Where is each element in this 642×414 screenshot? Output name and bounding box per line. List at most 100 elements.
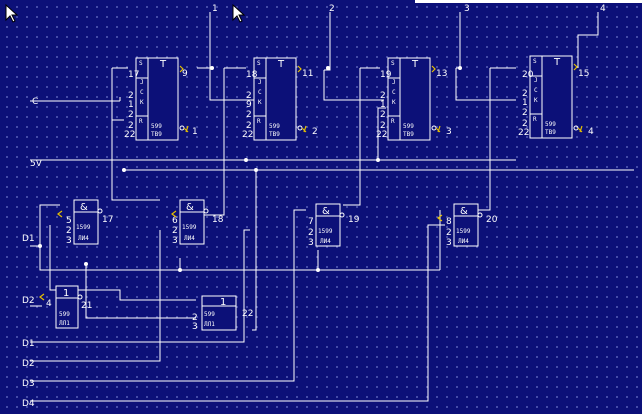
- svg-text:3: 3: [66, 236, 72, 246]
- arrow-cursor-icon: [5, 4, 19, 23]
- svg-text:J: J: [534, 77, 538, 84]
- svg-text:1: 1: [380, 100, 386, 110]
- input-d1-label: D1: [22, 234, 35, 244]
- wire-v3: [377, 107, 386, 160]
- svg-text:2: 2: [380, 121, 386, 131]
- output-q2-label: 2: [329, 4, 335, 14]
- svg-text:J: J: [392, 79, 396, 86]
- svg-text:5: 5: [66, 216, 72, 226]
- and-gate-19[interactable]: & 1599 ЛИ4 7 2 3 19: [308, 203, 360, 248]
- svg-text:599: 599: [151, 123, 162, 130]
- trigger-19[interactable]: S T J C K R 599 ТВ9 19 13 2 1 2 2 22 3: [376, 57, 452, 141]
- svg-text:6: 6: [172, 216, 178, 226]
- svg-text:9: 9: [246, 100, 252, 110]
- svg-text:2: 2: [192, 313, 198, 323]
- svg-text:ЛИ4: ЛИ4: [78, 235, 89, 242]
- input-d4-label: D4: [22, 399, 35, 409]
- trigger-number: 17: [128, 70, 139, 80]
- svg-text:J: J: [258, 79, 262, 86]
- svg-text:J: J: [140, 79, 144, 86]
- output-q1-label: 1: [212, 4, 218, 14]
- svg-text:599: 599: [403, 123, 414, 130]
- svg-text:3: 3: [172, 236, 178, 246]
- gate-number: 17: [102, 215, 113, 225]
- svg-text:C: C: [258, 89, 262, 96]
- trigger-output-pin: 11: [302, 69, 313, 79]
- trigger-output-pin: 13: [436, 69, 447, 79]
- svg-text:7: 7: [308, 217, 314, 227]
- wire-fb1: [111, 67, 160, 201]
- svg-text:2: 2: [128, 91, 134, 101]
- trigger-number: 20: [522, 70, 534, 80]
- wire-or-in: [49, 225, 196, 301]
- svg-text:T: T: [277, 59, 285, 70]
- svg-text:1: 1: [220, 297, 226, 308]
- svg-text:2: 2: [308, 228, 314, 238]
- wire-fb2: [190, 67, 246, 216]
- svg-text:2: 2: [246, 91, 252, 101]
- inverter-21[interactable]: 1 599 ЛЛ1 4 21: [39, 285, 92, 329]
- junction: [178, 268, 182, 272]
- svg-text:T: T: [553, 57, 561, 68]
- svg-text:&: &: [322, 206, 330, 217]
- svg-text:&: &: [186, 202, 194, 213]
- wire-link2: [323, 70, 384, 101]
- input-5v-label: 5V: [30, 159, 43, 169]
- svg-text:ТВ9: ТВ9: [545, 129, 556, 136]
- svg-text:1: 1: [63, 288, 69, 299]
- junction: [316, 268, 320, 272]
- svg-text:T: T: [159, 59, 167, 70]
- window-edge: [415, 0, 642, 3]
- svg-text:C: C: [534, 87, 538, 94]
- arrow-cursor-icon: [232, 4, 246, 23]
- inverter-number: 21: [81, 301, 92, 311]
- svg-text:S: S: [257, 60, 261, 67]
- wire-fb4: [470, 67, 516, 211]
- svg-text:2: 2: [380, 110, 386, 120]
- wire-q4: [577, 12, 599, 68]
- svg-text:T: T: [411, 59, 419, 70]
- output-q4-label: 4: [600, 4, 606, 14]
- and-gate-18[interactable]: & 1599 ЛИ4 6 2 3 18: [171, 199, 224, 246]
- trigger-q-pin: 2: [312, 127, 318, 137]
- svg-text:1599: 1599: [76, 224, 91, 231]
- svg-text:22: 22: [518, 128, 529, 138]
- trigger-18[interactable]: S T J C K R 599 ТВ9 18 11 2 9 2 2 22 2: [242, 57, 318, 141]
- svg-text:8: 8: [446, 217, 452, 227]
- svg-text:3: 3: [308, 238, 314, 248]
- svg-text:22: 22: [242, 130, 253, 140]
- svg-text:C: C: [392, 89, 396, 96]
- junction: [458, 66, 462, 70]
- wire-q1: [197, 12, 211, 69]
- or-gate-22[interactable]: 1 599 ЛЛ1 2 3 22: [192, 295, 253, 332]
- wire-q2: [324, 12, 331, 71]
- svg-text:2: 2: [128, 121, 134, 131]
- svg-text:1599: 1599: [456, 228, 471, 235]
- input-d3-label: D3: [22, 379, 35, 389]
- svg-text:K: K: [140, 99, 144, 106]
- svg-text:ЛИ4: ЛИ4: [320, 238, 331, 245]
- svg-text:K: K: [258, 99, 262, 106]
- svg-text:2: 2: [522, 89, 528, 99]
- trigger-output-pin: 9: [182, 69, 188, 79]
- output-labels: 1 2 3 4: [212, 4, 606, 14]
- and-gate-20[interactable]: & 1599 ЛИ4 8 2 3 20: [437, 203, 498, 248]
- gate-number: 20: [486, 215, 498, 225]
- svg-text:2: 2: [172, 226, 178, 236]
- junction: [122, 168, 126, 172]
- svg-text:599: 599: [59, 311, 70, 318]
- trigger-20[interactable]: S T J C K R 599 ТВ9 20 15 2 1 2 2 22 4: [518, 55, 594, 139]
- svg-text:K: K: [392, 99, 396, 106]
- and-gate-17[interactable]: & 1599 ЛИ4 5 2 3 17: [57, 199, 113, 246]
- wire-v2: [252, 170, 257, 331]
- svg-text:22: 22: [124, 130, 135, 140]
- gate-number: 22: [242, 309, 253, 319]
- svg-text:2: 2: [522, 119, 528, 129]
- svg-text:2: 2: [446, 228, 452, 238]
- svg-text:R: R: [533, 116, 537, 123]
- wire-q3: [456, 12, 461, 69]
- output-q3-label: 3: [464, 4, 470, 14]
- trigger-17[interactable]: S T J C K R 599 ТВ9 17 9 2 1 2 2 22 1: [124, 57, 198, 141]
- svg-text:ЛЛ1: ЛЛ1: [59, 320, 70, 327]
- input-d1b-label: D1: [22, 339, 35, 349]
